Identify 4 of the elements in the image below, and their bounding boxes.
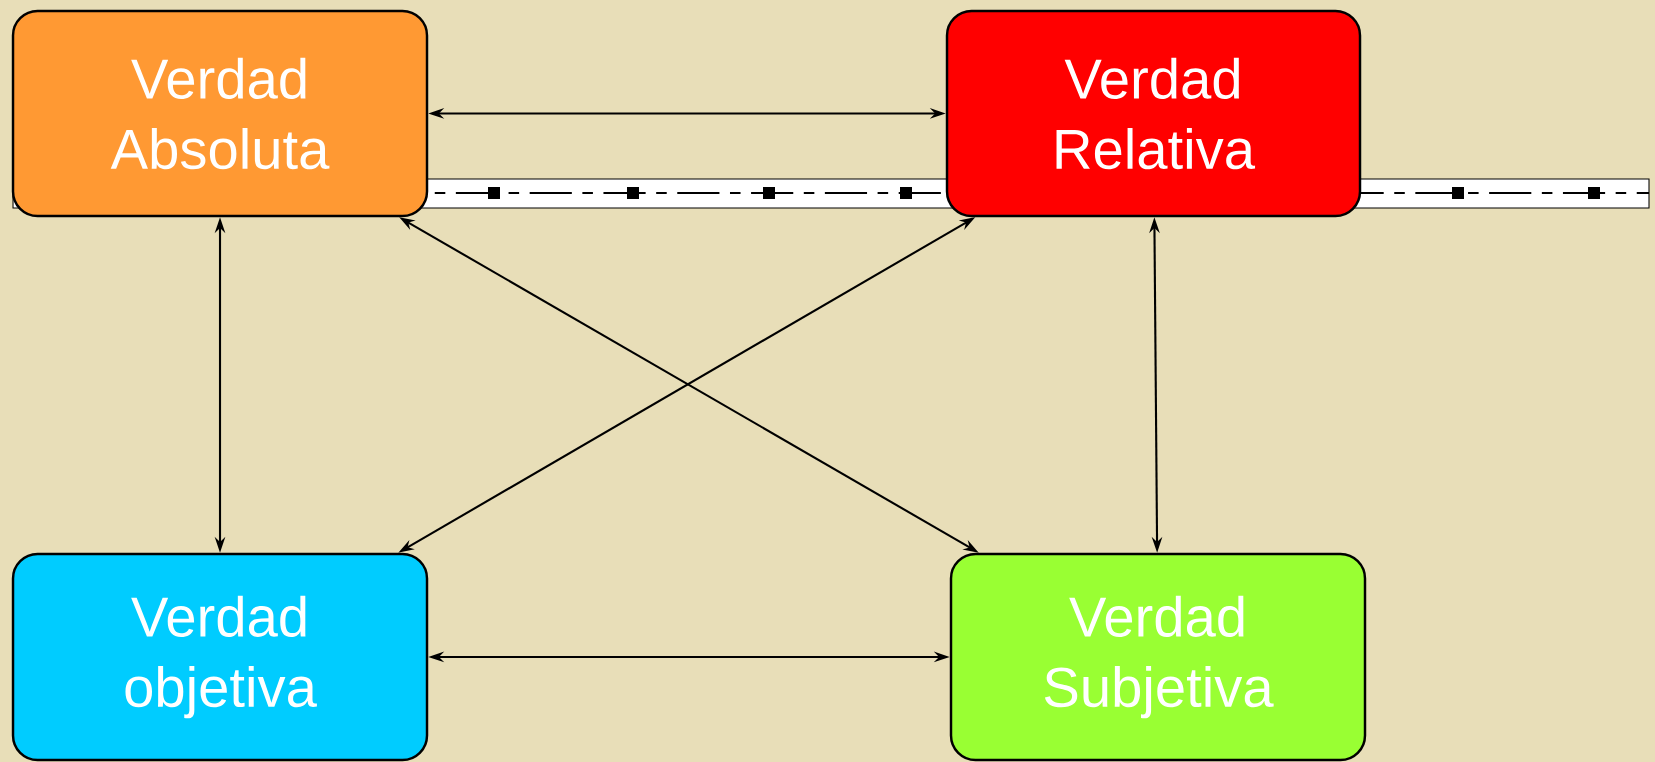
rounded-box: Verdad objetiva xyxy=(11,552,429,762)
rounded-box: Verdad Relativa xyxy=(945,9,1362,218)
rounded-box: Verdad Absoluta xyxy=(11,9,429,218)
rounded-box: Verdad Subjetiva xyxy=(949,552,1367,762)
